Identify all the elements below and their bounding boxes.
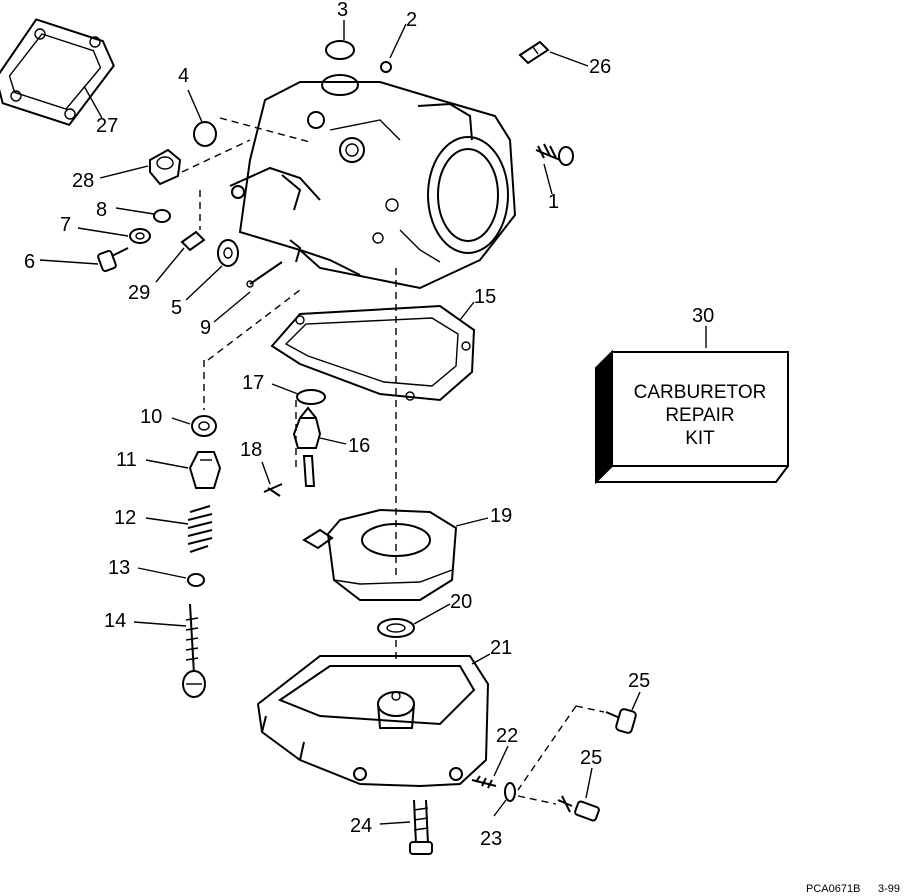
label-part-26: 26 [589, 56, 611, 78]
label-part-4: 4 [178, 65, 189, 87]
label-part-10: 10 [140, 406, 162, 428]
label-part-20: 20 [450, 591, 472, 613]
label-part-1: 1 [548, 191, 559, 213]
label-part-14: 14 [104, 610, 126, 632]
label-part-6: 6 [24, 251, 35, 273]
assembly-dashed-lines [181, 117, 605, 805]
part-5-washer [217, 239, 239, 267]
kit-line-1: CARBURETOR [634, 382, 767, 403]
label-part-21: 21 [490, 637, 512, 659]
part-number-labels: 3 2 26 4 27 28 8 7 6 29 5 9 1 15 30 17 1… [24, 0, 714, 850]
part-9-pin [246, 261, 283, 288]
part-15-gasket [270, 304, 476, 402]
kit-line-2: REPAIR [665, 405, 734, 426]
part-10-gasket [191, 415, 217, 437]
repair-kit-label: CARBURETOR REPAIR KIT [634, 382, 767, 449]
label-part-19: 19 [490, 505, 512, 527]
part-22-drain-screw [471, 775, 497, 789]
kit-line-3: KIT [685, 428, 715, 449]
part-20-seal [377, 618, 415, 638]
part-11-needle-seat [188, 451, 222, 489]
part-3-plug [325, 40, 355, 60]
label-part-22: 22 [496, 725, 518, 747]
label-part-30: 30 [692, 305, 714, 327]
part-6-screw [97, 247, 129, 273]
label-part-13: 13 [108, 557, 130, 579]
label-part-9: 9 [200, 317, 211, 339]
leader-lines [39, 20, 707, 825]
part-8-washer [153, 209, 171, 223]
part-21-float-bowl [256, 655, 490, 788]
figure-date: 3-99 [878, 883, 900, 895]
part-29-clip [180, 230, 206, 252]
part-14-mixture-needle [182, 603, 206, 698]
part-27-gasket [0, 18, 115, 127]
carburetor-body [229, 74, 517, 290]
part-4-plug [193, 121, 217, 147]
part-19-float [302, 508, 458, 601]
part-23-o-ring [504, 782, 516, 802]
part-7-washer [129, 228, 151, 244]
part-17-clip [296, 389, 326, 405]
part-18-float-pin [263, 483, 283, 497]
label-part-25-upper: 25 [628, 670, 650, 692]
label-part-15: 15 [474, 286, 496, 308]
label-part-18: 18 [240, 439, 262, 461]
label-part-27: 27 [96, 115, 118, 137]
part-28-nut [149, 148, 182, 186]
label-part-8: 8 [96, 199, 107, 221]
part-24-screw [409, 799, 433, 855]
part-25-screw-lower [557, 795, 600, 822]
label-part-7: 7 [60, 214, 71, 236]
figure-reference: PCA0671B 3-99 [806, 883, 900, 895]
label-part-23: 23 [480, 828, 502, 850]
label-part-28: 28 [72, 170, 94, 192]
part-25-screw-upper [605, 708, 637, 734]
label-part-16: 16 [348, 435, 370, 457]
label-part-2: 2 [406, 9, 417, 31]
label-part-24: 24 [350, 815, 372, 837]
part-12-spring [187, 505, 213, 553]
part-2-ball [380, 61, 392, 73]
label-part-29: 29 [128, 282, 150, 304]
label-part-5: 5 [171, 297, 182, 319]
part-30-repair-kit-box [595, 349, 789, 485]
label-part-25-lower: 25 [580, 747, 602, 769]
part-13-o-ring [187, 573, 205, 587]
part-16-inlet-needle [292, 406, 322, 487]
label-part-11: 11 [116, 449, 137, 471]
label-part-12: 12 [114, 507, 136, 529]
label-part-3: 3 [337, 0, 348, 21]
part-26-fitting [518, 40, 550, 65]
part-1-idle-screw [535, 143, 574, 166]
figure-code: PCA0671B [806, 883, 860, 895]
label-part-17: 17 [242, 372, 264, 394]
